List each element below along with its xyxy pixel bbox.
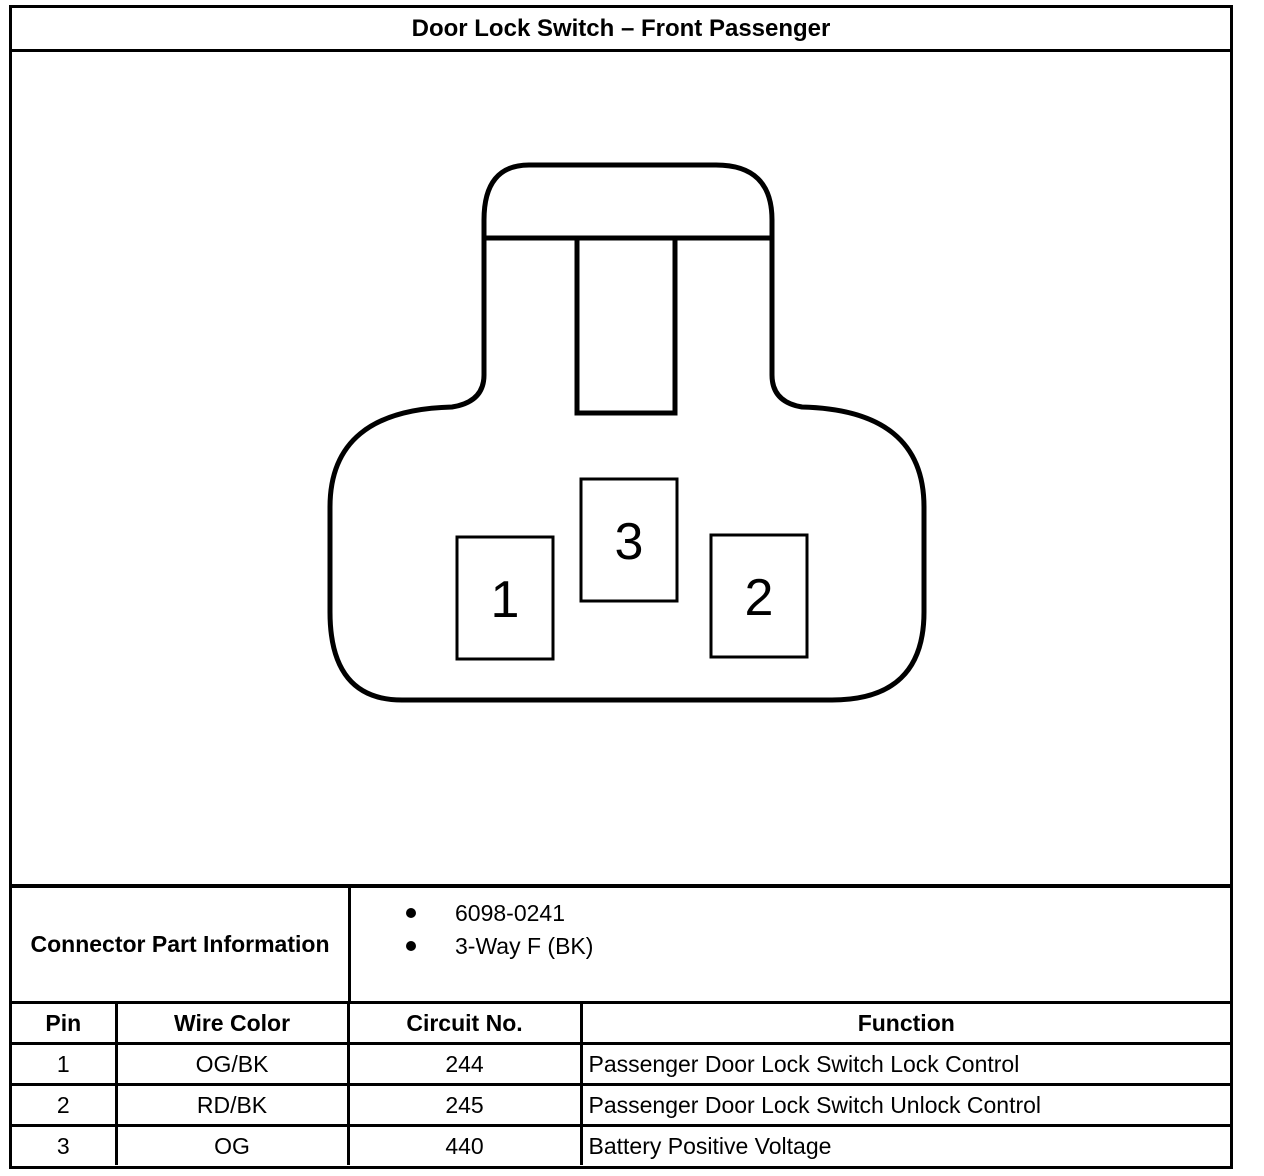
connector-face-drawing: 1 3 2 [327, 162, 927, 703]
cell-circuit-no: 244 [348, 1043, 583, 1086]
header-pin: Pin [12, 1004, 118, 1045]
pin-cavity-1: 1 [455, 535, 555, 661]
cell-wire-color: OG [116, 1125, 350, 1165]
connector-part-info: Connector Part Information 6098-0241 3-W… [12, 888, 1230, 1004]
pin-label: 2 [745, 569, 774, 627]
cell-pin: 2 [12, 1084, 118, 1127]
bullet-icon [406, 941, 416, 951]
cell-function: Battery Positive Voltage [588, 1132, 832, 1159]
table-row: 2 RD/BK 245 Passenger Door Lock Switch U… [12, 1084, 1230, 1127]
connector-outline [327, 162, 927, 703]
latch-tab [574, 235, 678, 416]
table-header-row: Pin Wire Color Circuit No. Function [12, 1004, 1230, 1045]
cell-pin: 1 [12, 1043, 118, 1086]
header-circuit-no: Circuit No. [348, 1004, 583, 1045]
pin-label: 3 [615, 513, 644, 571]
table-row: 3 OG 440 Battery Positive Voltage [12, 1125, 1230, 1165]
table-row: 1 OG/BK 244 Passenger Door Lock Switch L… [12, 1043, 1230, 1086]
connector-diagram: 1 3 2 [12, 52, 1230, 888]
header-wire-color: Wire Color [116, 1004, 350, 1045]
pin-cavity-2: 2 [709, 533, 809, 659]
cell-function: Passenger Door Lock Switch Unlock Contro… [581, 1084, 1230, 1127]
cell-circuit-no: 245 [348, 1084, 583, 1127]
part-info-list: 6098-0241 3-Way F (BK) [351, 888, 1221, 1001]
pin-table: Pin Wire Color Circuit No. Function 1 OG… [12, 1004, 1230, 1165]
cell-wire-color: OG/BK [116, 1043, 350, 1086]
cell-pin: 3 [12, 1125, 118, 1165]
header-function: Function [581, 1004, 1230, 1045]
part-info-label: Connector Part Information [12, 888, 351, 1001]
connector-sheet: Door Lock Switch – Front Passenger 1 3 2 [9, 5, 1233, 1169]
pin-label: 1 [491, 571, 520, 629]
pin-cavity-3: 3 [579, 477, 679, 603]
cell-wire-color: RD/BK [116, 1084, 350, 1127]
cell-function: Passenger Door Lock Switch Lock Control [581, 1043, 1230, 1086]
cell-circuit-no: 440 [348, 1125, 583, 1165]
page-title: Door Lock Switch – Front Passenger [12, 8, 1230, 52]
bullet-icon [406, 908, 416, 918]
